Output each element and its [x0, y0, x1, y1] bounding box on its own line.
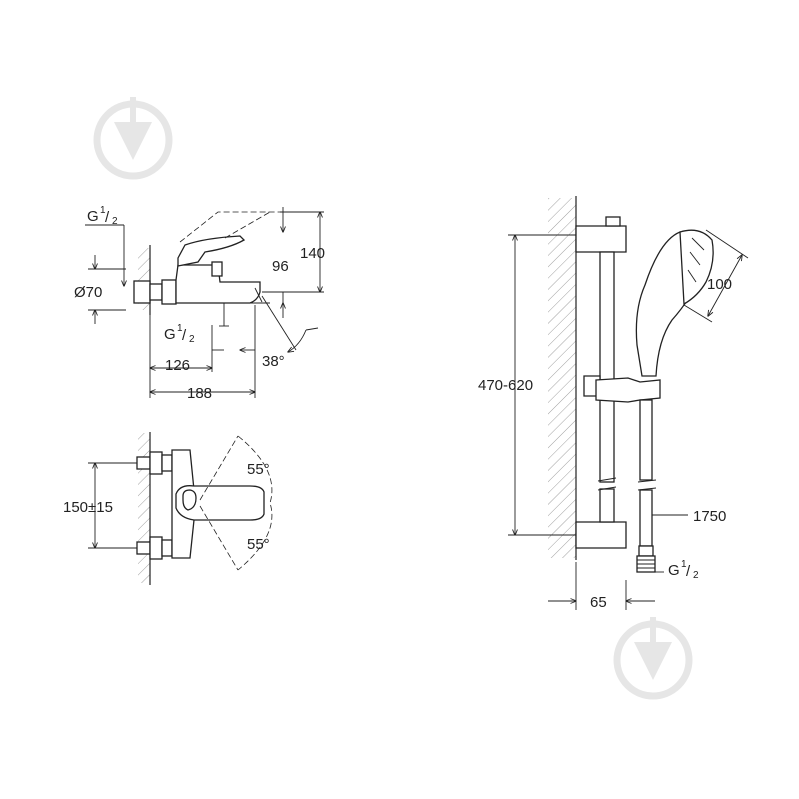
centers-dim: 150±15: [63, 499, 113, 516]
shower-thread-label: G: [668, 562, 680, 579]
head-dia-dim: 100: [707, 276, 732, 293]
outlet-thread-sup: 1: [177, 323, 183, 334]
outlet-thread-label: G: [164, 326, 176, 343]
wall-section: [138, 433, 150, 583]
svg-text:/: /: [105, 209, 110, 226]
hose-length-dim: 1750: [693, 508, 726, 525]
angle-38: 38°: [262, 353, 285, 370]
download-arrow-circle-icon: [613, 617, 693, 700]
diameter-label: Ø70: [74, 284, 102, 301]
offset-dim: 65: [590, 594, 607, 611]
shower-thread-sup: 1: [681, 559, 687, 570]
download-arrow-circle-icon: [93, 97, 173, 180]
mixer-side-view: G 1 / 2 Ø70 140 96 G 1 / 2 126 188 38°: [74, 205, 325, 402]
angle-top: 55°: [247, 461, 270, 478]
thread-sup: 1: [100, 205, 106, 216]
thread-sub: 2: [112, 216, 118, 227]
shower-thread-sub: 2: [693, 570, 699, 581]
svg-text:/: /: [686, 563, 691, 580]
angle-bottom: 55°: [247, 536, 270, 553]
svg-text:/: /: [182, 327, 187, 344]
shower-rail-set: 470-620 100 1750 G 1 / 2 65: [478, 196, 749, 611]
rail-range-dim: 470-620: [478, 377, 533, 394]
dim-96: 96: [272, 258, 289, 275]
dim-126: 126: [165, 357, 190, 374]
dim-188: 188: [187, 385, 212, 402]
mixer-front-view: 150±15 55° 55°: [63, 432, 273, 585]
dim-140: 140: [300, 245, 325, 262]
wall-section: [548, 198, 576, 558]
thread-label: G: [87, 208, 99, 225]
outlet-thread-sub: 2: [189, 334, 195, 345]
